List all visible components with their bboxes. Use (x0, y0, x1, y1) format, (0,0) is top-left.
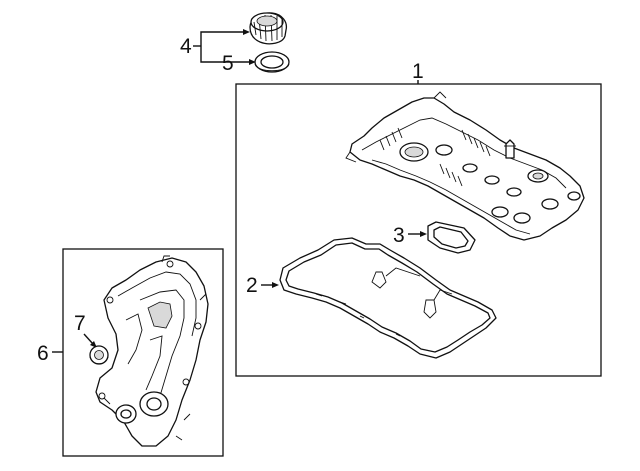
callout-3-number: 3 (393, 224, 405, 247)
crankshaft-front-seal (89, 345, 109, 365)
cover-boss-hole (532, 172, 544, 180)
arrow-head-icon (249, 59, 256, 65)
callout-2-number: 2 (246, 274, 258, 297)
callout-4-number: 4 (180, 35, 192, 58)
callout-5-number: 5 (222, 52, 234, 75)
callout-2: 2 (246, 274, 279, 297)
arrow-head-icon (420, 231, 427, 237)
arrow-head-icon (272, 282, 279, 288)
callout-7: 7 (74, 312, 97, 348)
timing-chain-cover (95, 255, 209, 447)
callout-4: 4 (180, 29, 250, 60)
oil-filler-cap (249, 12, 288, 45)
cover-ribs (379, 127, 491, 187)
cover-boss (513, 212, 531, 224)
valve-cover (345, 91, 585, 241)
callout-6-number: 6 (37, 342, 49, 365)
cover-boss (506, 187, 522, 197)
cover-boss (541, 198, 559, 210)
valve-cover-gasket (279, 237, 497, 359)
callout-5: 5 (200, 52, 256, 75)
callout-4-bracket (200, 31, 245, 60)
filler-neck-opening (404, 146, 424, 158)
spark-plug-tube-gasket (427, 221, 476, 254)
callout-1-number: 1 (412, 60, 424, 83)
cover-boss (462, 163, 478, 173)
cap-seal-ring (254, 51, 290, 73)
callout-7-leader (83, 333, 94, 345)
cover-boss (435, 144, 453, 156)
callout-7-number: 7 (74, 312, 86, 335)
callout-1: 1 (412, 60, 424, 84)
callout-5-leader (200, 60, 249, 63)
callout-3: 3 (393, 224, 427, 247)
cover-boss (567, 191, 581, 201)
arrow-head-icon (243, 29, 250, 35)
cover-boss (491, 206, 509, 218)
cover-boss (484, 175, 500, 185)
callout-6: 6 (37, 342, 63, 365)
pcv-fitting (505, 139, 515, 159)
